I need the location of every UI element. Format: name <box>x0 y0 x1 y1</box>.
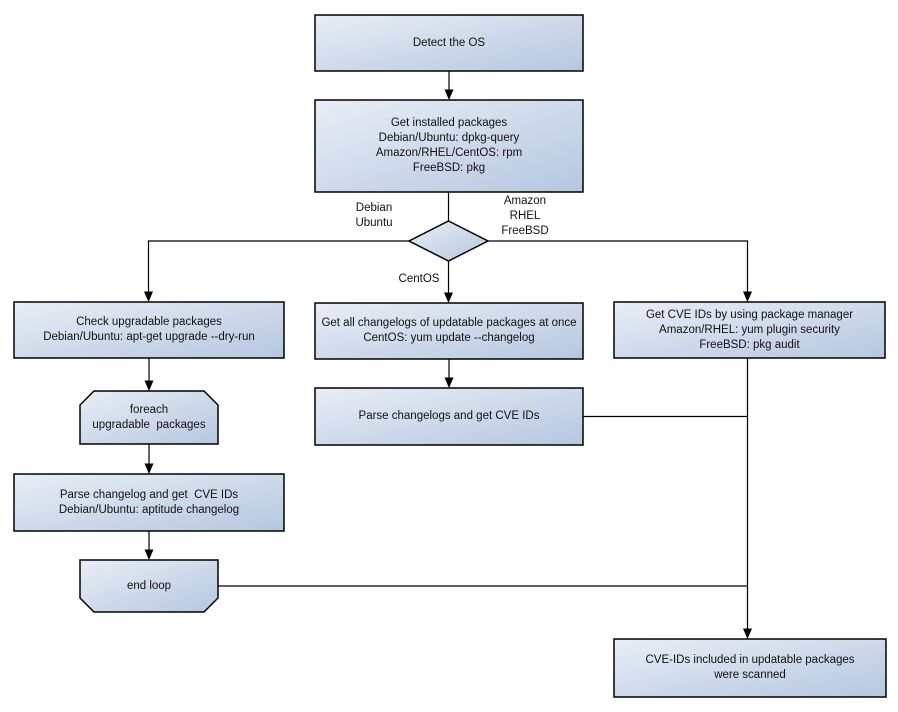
arrow-into-end-loop <box>144 549 154 560</box>
node-get-installed-shape <box>314 99 584 193</box>
node-parse-changelogs-shape <box>314 387 584 446</box>
arrowheads <box>144 89 752 639</box>
arrow-into-check-upgradable <box>144 291 153 302</box>
node-check-upgradable-shape <box>13 301 285 359</box>
decision-diamond-shape <box>407 220 490 262</box>
arrow-into-scanned <box>743 628 752 639</box>
edge-decision-right <box>488 240 749 293</box>
edge-decision-left <box>147 240 409 293</box>
arrow-into-get-cve-ids <box>743 291 752 302</box>
arrow-into-installed <box>444 89 454 100</box>
node-get-cve-ids-shape <box>613 301 886 359</box>
node-detect-os-shape <box>314 14 584 72</box>
node-get-all-changelogs-shape <box>314 302 584 360</box>
node-end-loop-shape <box>79 559 219 613</box>
node-shapes <box>13 14 887 698</box>
arrow-into-parse-changelog <box>144 463 154 474</box>
arrow-into-foreach <box>144 380 154 391</box>
node-parse-changelog-shape <box>13 473 285 532</box>
node-foreach-shape <box>79 390 219 445</box>
arrow-into-parse-changelogs <box>444 377 454 388</box>
connector-lines <box>147 71 749 630</box>
arrow-into-get-all-changelogs <box>444 292 453 303</box>
node-scanned-shape <box>613 638 887 698</box>
